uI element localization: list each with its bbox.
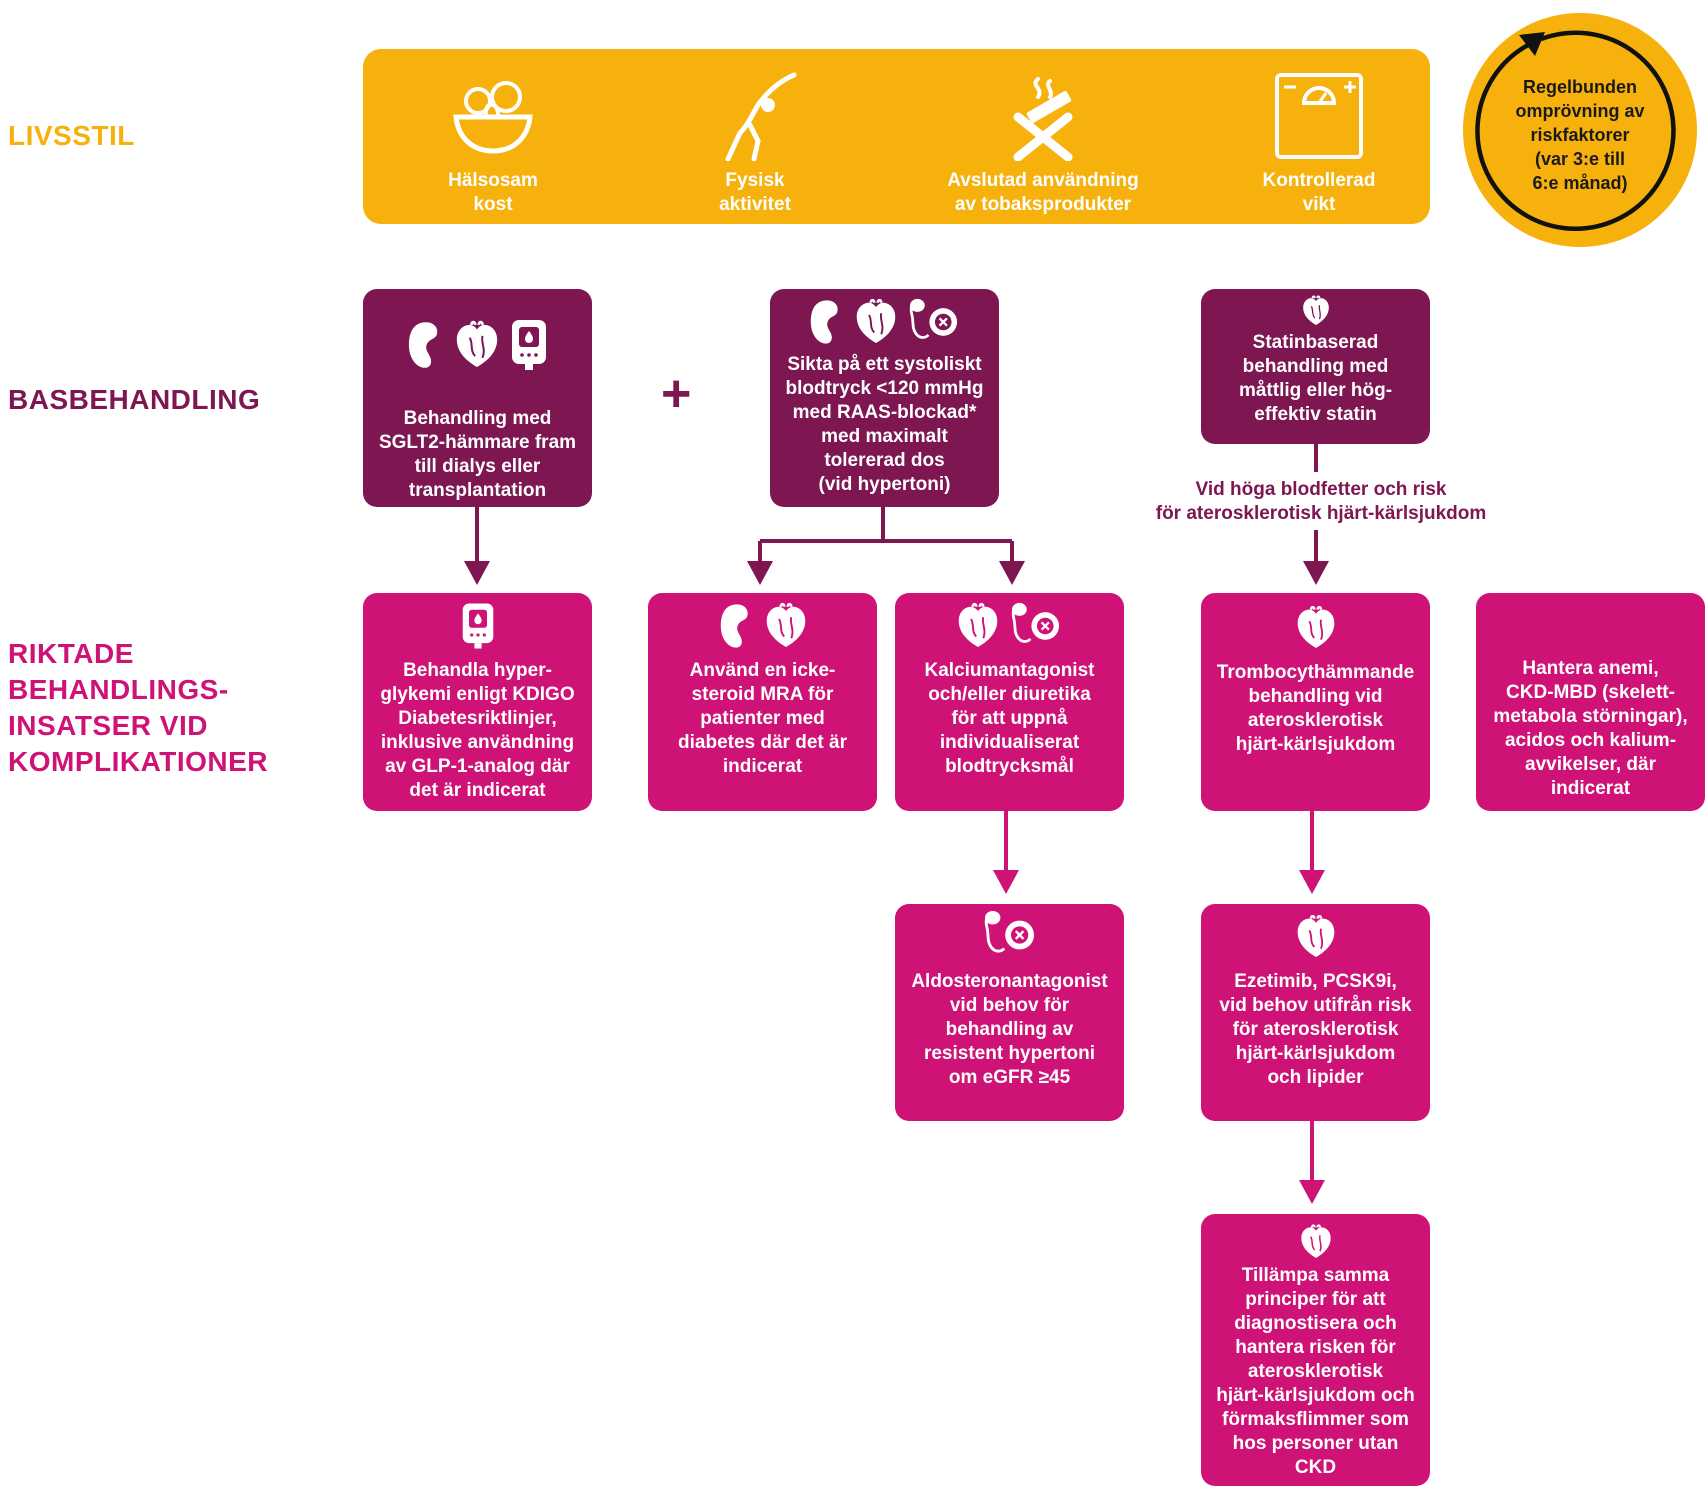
targeted-text-principles: Tillämpa samma principer för att diagnos…	[1216, 1265, 1415, 1478]
blood-pressure-icon	[1009, 602, 1063, 650]
glucose-meter-icon	[460, 601, 496, 651]
targeted-text-calcium: Kalciumantagonist och/eller diuretika fö…	[924, 660, 1095, 777]
targeted-box-principles: Tillämpa samma principer för att diagnos…	[1201, 1214, 1430, 1486]
lifestyle-item-diet: Hälsosam kost	[403, 49, 583, 224]
kidney-icon	[809, 298, 845, 346]
heart-icon	[1296, 604, 1336, 652]
lifestyle-text-weight: Kontrollerad vikt	[1262, 170, 1376, 215]
section-label-riktade: RIKTADE BEHANDLINGS- INSATSER VID KOMPLI…	[8, 638, 269, 777]
no-smoking-icon	[1013, 77, 1073, 161]
targeted-box-platelet: Trombocythämmande behandling vid aterosk…	[1201, 593, 1430, 811]
base-box-sglt2: Behandling med SGLT2-hämmare fram till d…	[363, 289, 592, 507]
heart-icon	[455, 320, 499, 370]
heart-icon	[1302, 295, 1330, 327]
stretching-person-icon	[725, 72, 797, 161]
heart-icon	[855, 298, 897, 346]
kidney-icon	[719, 602, 755, 650]
heart-icon	[1296, 913, 1336, 961]
targeted-text-ezetimib: Ezetimib, PCSK9i, vid behov utifrån risk…	[1219, 971, 1412, 1088]
lifestyle-item-tobacco: Avslutad användning av tobaksprodukter	[923, 49, 1163, 224]
targeted-box-hyperglycemia: Behandla hyper- glykemi enligt KDIGO Dia…	[363, 593, 592, 811]
statin-condition-note: Vid höga blodfetter och risk för aterosk…	[1155, 479, 1487, 524]
lifestyle-text-diet: Hälsosam kost	[448, 170, 538, 215]
heart-icon	[765, 602, 807, 650]
targeted-box-aldosterone: Aldosteronantagonist vid behov för behan…	[895, 904, 1124, 1121]
base-text-sglt2: Behandling med SGLT2-hämmare fram till d…	[378, 408, 577, 501]
targeted-box-calcium: Kalciumantagonist och/eller diuretika fö…	[895, 593, 1124, 811]
kidney-icon	[407, 320, 445, 370]
food-bowl-icon	[453, 81, 533, 154]
base-box-bp: Sikta på ett systoliskt blodtryck <120 m…	[770, 289, 999, 507]
targeted-text-platelet: Trombocythämmande behandling vid aterosk…	[1216, 662, 1415, 755]
lifestyle-text-activity: Fysisk aktivitet	[719, 170, 791, 215]
base-text-bp: Sikta på ett systoliskt blodtryck <120 m…	[785, 354, 984, 495]
blood-pressure-icon	[982, 910, 1038, 960]
targeted-box-ezetimib: Ezetimib, PCSK9i, vid behov utifrån risk…	[1201, 904, 1430, 1121]
base-text-statin: Statinbaserad behandling med måttlig ell…	[1238, 332, 1393, 425]
base-box-statin: Statinbaserad behandling med måttlig ell…	[1201, 289, 1430, 444]
review-circle: Regelbunden omprövning av riskfaktorer (…	[1463, 13, 1697, 247]
targeted-text-anemia: Hantera anemi, CKD-MBD (skelett- metabol…	[1493, 658, 1688, 799]
section-label-livsstil: LIVSSTIL	[8, 120, 135, 151]
weight-scale-icon	[1275, 73, 1363, 159]
lifestyle-text-tobacco: Avslutad användning av tobaksprodukter	[947, 170, 1139, 215]
lifestyle-item-activity: Fysisk aktivitet	[665, 49, 845, 224]
section-label-basbehandling: BASBEHANDLING	[8, 384, 261, 415]
lifestyle-item-weight: Kontrollerad vikt	[1229, 49, 1409, 224]
targeted-box-anemia: Hantera anemi, CKD-MBD (skelett- metabol…	[1476, 593, 1705, 811]
plus-sign: +	[661, 365, 692, 423]
targeted-text-aldosterone: Aldosteronantagonist vid behov för behan…	[911, 971, 1108, 1088]
targeted-box-mra: Använd en icke- steroid MRA för patiente…	[648, 593, 877, 811]
targeted-text-mra: Använd en icke- steroid MRA för patiente…	[678, 660, 847, 777]
cycle-arrow-icon	[1475, 30, 1676, 231]
review-text: Regelbunden omprövning av riskfaktorer (…	[1515, 77, 1645, 193]
heart-icon	[1300, 1223, 1332, 1261]
targeted-text-hyperglycemia: Behandla hyper- glykemi enligt KDIGO Dia…	[380, 660, 575, 801]
lifestyle-bar: Hälsosam kost Fysisk aktivitet Avslutad …	[363, 49, 1430, 224]
glucose-meter-icon	[509, 317, 549, 373]
blood-pressure-icon	[907, 298, 961, 346]
heart-icon	[957, 602, 999, 650]
